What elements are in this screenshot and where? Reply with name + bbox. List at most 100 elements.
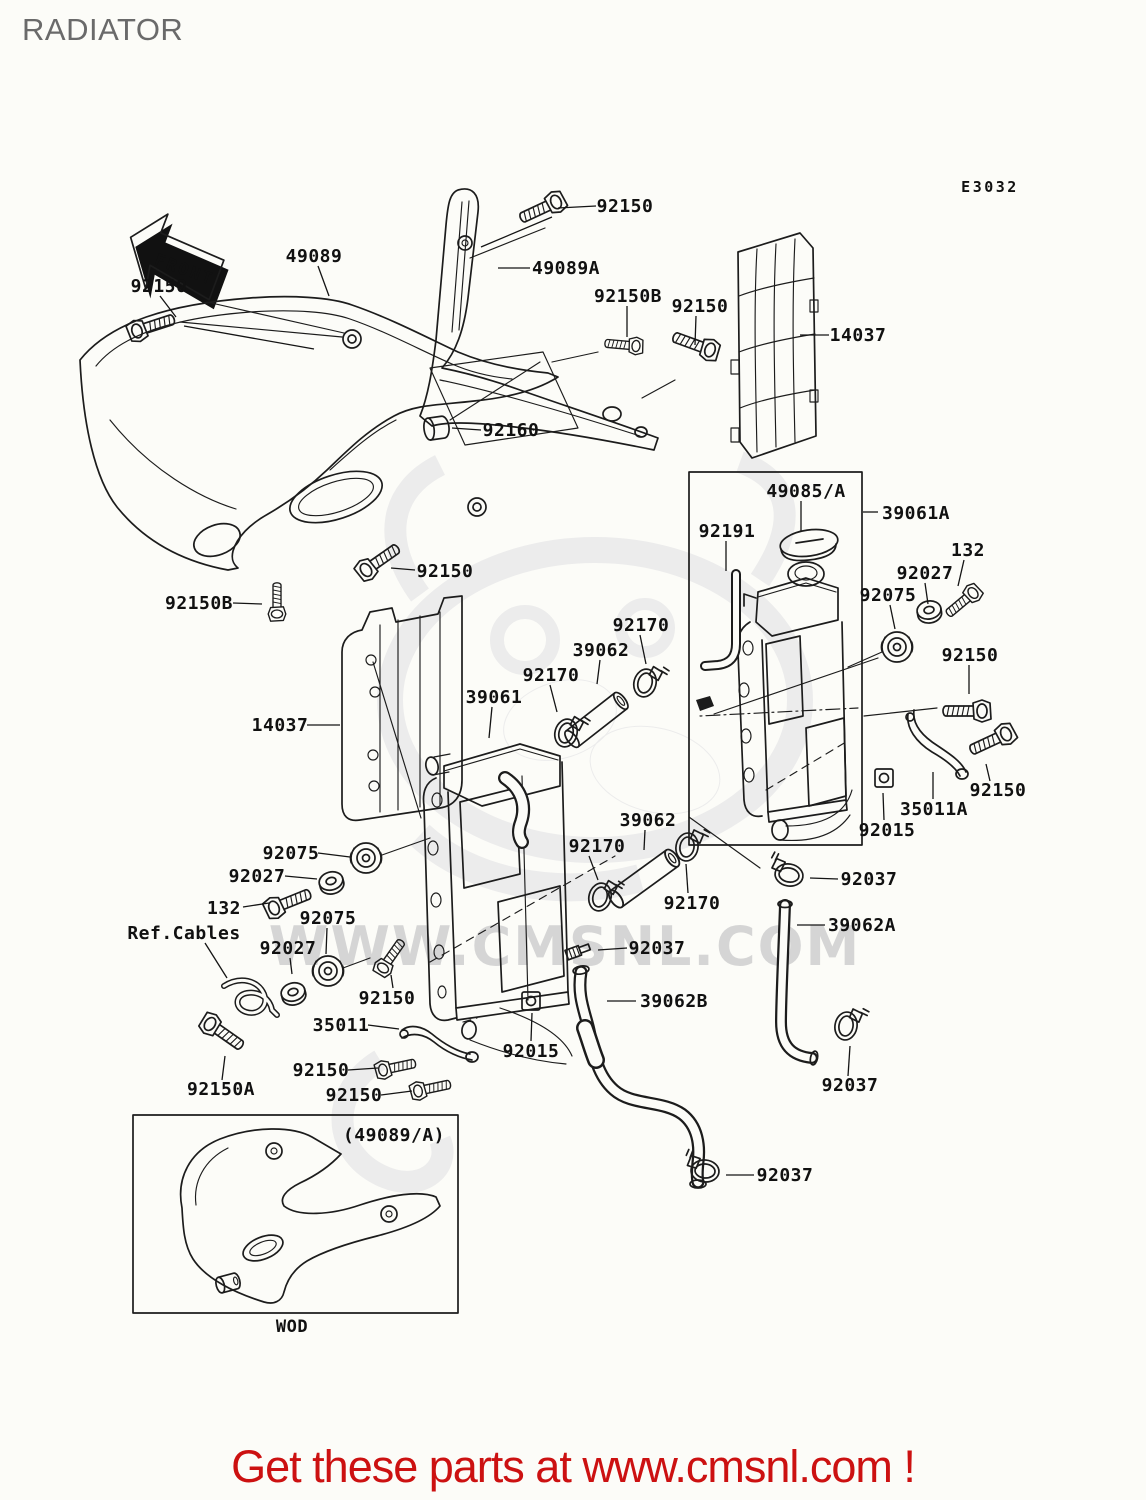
leader-line — [596, 659, 601, 685]
leader-line — [549, 684, 558, 713]
leader-line — [957, 559, 965, 587]
page-title: RADIATOR — [22, 12, 184, 47]
part-label-92027: 92027 — [897, 563, 954, 584]
leader-line — [347, 1067, 379, 1071]
part-label-92075: 92075 — [263, 843, 320, 864]
leader-line — [643, 829, 646, 851]
leader-line — [588, 855, 599, 881]
leader-line — [924, 582, 929, 605]
part-label-92150: 92150 — [970, 780, 1027, 801]
bolt-92150A — [195, 1008, 250, 1057]
part-label-wod: WOD — [276, 1317, 308, 1337]
bolt-92150B-mid — [603, 333, 645, 357]
construction-lines — [342, 651, 938, 969]
washer-92027-a — [316, 868, 347, 898]
part-label-92037: 92037 — [757, 1165, 814, 1186]
leader-line — [242, 902, 270, 908]
grommet-92075-right — [880, 631, 914, 663]
part-label-92170: 92170 — [523, 665, 580, 686]
leader-line — [882, 792, 885, 821]
washer-92027-b — [278, 979, 309, 1009]
louvre-panel-left-14037 — [341, 595, 463, 822]
part-label-refcables: Ref.Cables — [127, 923, 240, 944]
front-arrow: FRONT — [129, 213, 229, 310]
part-label-92150: 92150 — [326, 1085, 383, 1106]
part-label-92015: 92015 — [503, 1041, 560, 1062]
cable-loop — [221, 977, 280, 1018]
bolt-92150-stay2 — [407, 1074, 454, 1103]
diagram-art: FRONT — [79, 187, 1020, 1314]
part-label-92150: 92150 — [293, 1060, 350, 1081]
part-label-92027: 92027 — [260, 938, 317, 959]
leader-line — [530, 1012, 533, 1042]
part-label-39061a: 39061A — [882, 503, 950, 524]
radiator-left-39061 — [422, 743, 616, 1065]
leader-line — [985, 763, 991, 782]
washer-92027-right — [914, 598, 944, 626]
knob-92160 — [421, 414, 452, 442]
part-label-92170: 92170 — [664, 893, 721, 914]
bolt-92150-topleft — [124, 307, 179, 346]
part-label-92150: 92150 — [417, 561, 474, 582]
part-label-92150: 92150 — [942, 645, 999, 666]
leader-line — [809, 877, 839, 880]
part-label-35011a: 35011A — [900, 799, 968, 820]
bolt-92150-right-h — [942, 699, 992, 723]
part-label-14037: 14037 — [830, 325, 887, 346]
part-label-92150: 92150 — [597, 196, 654, 217]
leader-line — [159, 295, 177, 318]
part-label-92150b: 92150B — [165, 593, 233, 614]
watermark-logo: WWW.CMSNL.COM — [269, 451, 861, 1193]
nut-92015-right — [874, 768, 894, 788]
part-label-92075: 92075 — [300, 908, 357, 929]
bolt-92150B-left — [267, 582, 287, 622]
part-label-92150: 92150 — [672, 296, 729, 317]
leader-line — [639, 634, 647, 665]
part-label-14037: 14037 — [252, 715, 309, 736]
overflow-pipe-92191 — [700, 569, 741, 671]
part-label-49085a: 49085/A — [766, 481, 845, 502]
bracket-49089A — [419, 188, 676, 451]
inset-box — [132, 1114, 459, 1314]
leader-line — [488, 706, 493, 739]
part-label-132: 132 — [207, 898, 241, 919]
leader-line — [557, 205, 597, 209]
leader-line — [380, 1090, 413, 1096]
part-label-92191: 92191 — [699, 521, 756, 542]
part-label-92170: 92170 — [613, 615, 670, 636]
leader-line — [390, 567, 416, 571]
bolt-132-right — [940, 580, 986, 623]
part-label-92015: 92015 — [859, 820, 916, 841]
part-label-92150a: 92150A — [187, 1079, 255, 1100]
leader-line — [480, 216, 553, 248]
footer-banner: Get these parts at www.cmsnl.com ! — [231, 1441, 916, 1492]
leader-line — [289, 957, 293, 975]
leader-line — [847, 1045, 851, 1077]
leader-line — [317, 852, 351, 858]
leader-line — [889, 604, 896, 630]
part-label-92075: 92075 — [860, 585, 917, 606]
leader-line — [694, 315, 697, 346]
leader-line — [232, 602, 263, 605]
watermark-text: WWW.CMSNL.COM — [269, 915, 861, 978]
part-label-92150b: 92150B — [594, 286, 662, 307]
part-label-39061: 39061 — [466, 687, 523, 708]
part-label-49089a: 49089A — [532, 258, 600, 279]
part-label-e3032: E3032 — [961, 178, 1019, 196]
clamp-92170-b — [629, 659, 671, 703]
bolt-92150-right-d — [965, 719, 1020, 762]
part-label-39062: 39062 — [573, 640, 630, 661]
leader-line — [367, 1024, 400, 1030]
clamp-92037-rad — [766, 850, 808, 890]
part-label-49089a: (49089/A) — [343, 1125, 445, 1146]
louvre-panel-top-14037 — [730, 232, 819, 459]
part-label-92150: 92150 — [131, 276, 188, 297]
part-label-49089: 49089 — [286, 246, 343, 267]
part-label-92037: 92037 — [822, 1075, 879, 1096]
leader-line — [183, 325, 315, 350]
part-label-39062: 39062 — [620, 810, 677, 831]
leader-line — [284, 875, 318, 880]
leader-line — [685, 863, 689, 894]
nut-92015-left — [521, 991, 541, 1011]
leader-line — [221, 1055, 226, 1081]
